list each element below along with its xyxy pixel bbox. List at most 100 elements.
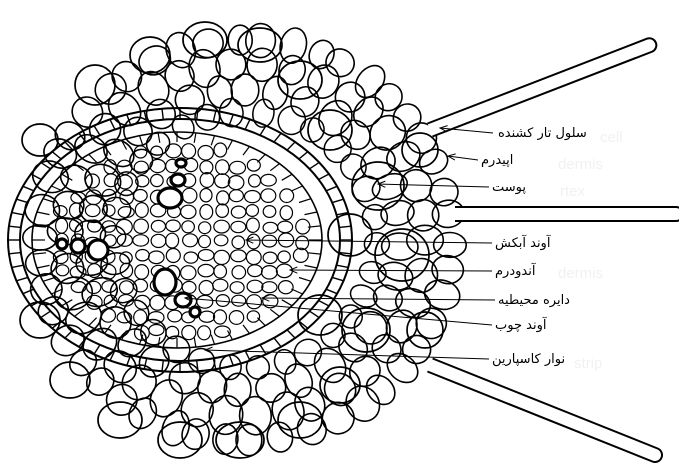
epidermis-cell xyxy=(39,133,81,173)
vascular-cell xyxy=(182,144,196,159)
vascular-cell xyxy=(134,190,148,202)
endodermis-partition xyxy=(245,351,250,361)
vascular-cell xyxy=(134,146,146,158)
xylem-vessel xyxy=(71,239,85,253)
vascular-cell xyxy=(261,174,277,186)
root-hair xyxy=(427,359,662,463)
root-hair xyxy=(455,207,679,221)
pericycle-partition xyxy=(282,174,292,180)
vascular-cell xyxy=(166,233,179,248)
label-casparian-strip: نوار کاسپارین xyxy=(492,352,565,368)
vascular-cell xyxy=(102,281,117,293)
pericycle-partition xyxy=(89,318,97,326)
pericycle-partition xyxy=(158,133,160,143)
vascular-cell xyxy=(214,310,227,324)
endodermis-partition xyxy=(9,226,21,227)
endodermis-partition xyxy=(287,142,295,150)
vascular-cell xyxy=(262,266,278,279)
vascular-cell xyxy=(232,295,246,306)
endodermis-partition xyxy=(23,186,34,191)
pericycle-partition xyxy=(211,335,214,345)
vascular-cell xyxy=(120,281,134,294)
vascular-cell xyxy=(214,143,227,157)
epidermis-cell xyxy=(66,91,109,134)
label-cortex: پوست xyxy=(492,180,526,196)
endodermis-partition xyxy=(52,152,61,159)
epidermis-cell xyxy=(81,362,119,400)
vascular-cell xyxy=(136,250,150,261)
label-pericycle: دایره محیطیه xyxy=(498,293,570,309)
endodermis-partition xyxy=(23,289,34,294)
epidermis-cell xyxy=(388,98,426,136)
vascular-cell xyxy=(182,188,197,203)
endodermis-partition xyxy=(94,126,100,136)
endodermis-partition xyxy=(337,265,349,267)
vascular-cell xyxy=(199,222,211,234)
xylem-vessel xyxy=(57,239,67,249)
vascular-cell xyxy=(199,281,213,295)
endodermis-partition xyxy=(213,111,216,122)
label-endodermis: آندودرم xyxy=(495,264,535,280)
endodermis-partition xyxy=(229,115,233,125)
vascular-cell xyxy=(263,206,276,218)
endodermis-partition xyxy=(319,174,329,180)
label-leader-line xyxy=(246,240,492,243)
endodermis-partition xyxy=(94,345,100,355)
vascular-cell xyxy=(101,309,116,323)
vascular-cell xyxy=(214,235,228,246)
vascular-cell xyxy=(230,282,244,294)
vascular-cell xyxy=(247,280,263,292)
cortex-cell xyxy=(101,195,133,223)
cortex-cell xyxy=(335,114,376,155)
vascular-cell xyxy=(228,176,244,190)
vascular-cell xyxy=(232,266,246,279)
epidermis-cell xyxy=(361,370,401,411)
pericycle-partition xyxy=(211,136,214,146)
cortex-cell xyxy=(329,76,370,117)
epidermis-cell xyxy=(321,44,359,81)
vascular-cell xyxy=(214,265,227,278)
vascular-cell xyxy=(247,311,259,322)
xylem-vessel xyxy=(176,159,186,167)
cortex-cell xyxy=(352,162,404,210)
epidermis-cell xyxy=(427,176,461,209)
vascular-cell xyxy=(216,204,229,217)
vascular-cell xyxy=(280,206,292,220)
vascular-cell xyxy=(231,221,246,232)
vascular-cell xyxy=(213,279,228,291)
ghost-label-cell: cell xyxy=(600,130,623,146)
vascular-cell xyxy=(199,235,211,247)
epidermis-cell xyxy=(433,232,466,258)
vascular-cell xyxy=(134,310,147,325)
endodermis-partition xyxy=(319,301,329,307)
pericycle-partition xyxy=(291,289,302,294)
vascular-cell xyxy=(246,205,258,217)
endodermis-partition xyxy=(144,358,147,369)
vascular-cell xyxy=(296,236,309,250)
vascular-cell xyxy=(149,251,165,264)
vascular-cell xyxy=(214,250,230,264)
vascular-cell xyxy=(150,295,165,310)
pericycle-partition xyxy=(299,278,311,282)
vascular-cell xyxy=(182,221,195,233)
vascular-cell xyxy=(120,252,132,264)
vascular-cell xyxy=(200,205,213,220)
vascular-cell xyxy=(230,161,246,174)
endodermis-partition xyxy=(229,355,233,365)
pericycle-partition xyxy=(243,147,250,156)
vascular-cell xyxy=(248,265,263,277)
vascular-cell xyxy=(246,250,261,264)
label-leader-line xyxy=(448,156,478,160)
vascular-cell xyxy=(200,173,214,188)
vascular-cell xyxy=(133,235,149,246)
vascular-cell xyxy=(232,236,245,249)
vascular-cell xyxy=(184,252,198,263)
vascular-cell xyxy=(148,312,164,324)
endodermis-partition xyxy=(309,162,319,169)
label-epidermis: اپیدرم xyxy=(481,153,513,169)
vascular-cell xyxy=(56,265,69,276)
pericycle-partition xyxy=(257,154,265,162)
vascular-cell xyxy=(278,251,290,263)
endodermis-partition xyxy=(162,360,163,371)
vascular-cell xyxy=(85,204,100,216)
